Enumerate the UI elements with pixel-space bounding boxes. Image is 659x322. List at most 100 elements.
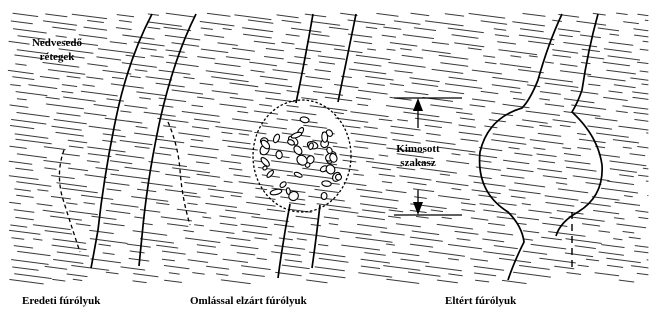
strata-hatch-line [571,91,598,95]
strata-hatch-line [638,14,648,15]
strata-hatch-line [583,224,600,226]
strata-hatch-line [103,134,125,137]
strata-hatch-line [194,119,220,122]
strata-hatch-line [16,139,52,144]
strata-hatch-line [218,43,238,46]
strata-hatch-line [185,183,216,187]
strata-hatch-line [595,118,617,121]
strata-hatch-line [529,210,551,213]
strata-hatch-line [498,203,516,205]
strata-hatch-line [511,92,522,93]
strata-hatch-line [84,113,106,116]
strata-hatch-line [92,216,116,219]
strata-hatch-line [15,134,48,138]
strata-hatch-line [638,147,648,148]
strata-hatch-line [520,266,550,270]
strata-hatch-line [414,28,435,31]
strata-hatch-line [639,175,649,176]
strata-hatch-line [354,41,372,43]
strata-hatch-line [127,244,150,247]
strata-hatch-line [599,155,620,158]
strata-hatch-line [384,266,420,271]
debris-stone [321,192,327,199]
strata-hatch-line [66,203,77,204]
strata-hatch-line [188,203,198,204]
strata-hatch-line [334,112,343,113]
collapse-debris-stones [258,116,342,202]
strata-hatch-line [386,190,406,193]
strata-hatch-line [251,70,264,72]
strata-hatch-line [575,246,595,249]
strata-hatch-line [307,280,328,283]
strata-hatch-line [306,77,330,80]
strata-hatch-line [604,49,631,53]
strata-hatch-line [431,105,463,109]
strata-hatch-line [243,231,272,235]
strata-hatch-line [598,28,619,31]
strata-hatch-line [356,238,392,243]
strata-hatch-line [44,161,71,164]
strata-hatch-line [565,253,592,257]
strata-hatch-line [382,182,391,183]
strata-hatch-line [471,259,488,261]
strata-hatch-line [51,216,82,220]
strata-hatch-line [52,126,81,130]
strata-hatch-line [162,259,174,261]
strata-hatch-line [387,49,395,50]
strata-hatch-line [567,273,581,275]
strata-hatch-line [223,140,251,144]
strata-hatch-line [234,175,250,177]
strata-hatch-line [13,29,46,33]
deviated-borehole [480,14,603,280]
strata-hatch-line [396,224,420,227]
strata-hatch-line [583,56,604,59]
strata-hatch-line [217,274,228,276]
strata-hatch-line [564,43,597,47]
strata-hatch-line [365,253,386,256]
strata-hatch-line [200,22,234,26]
strata-hatch-line [56,132,84,136]
strata-hatch-line [636,211,648,213]
strata-hatch-line [318,56,345,59]
strata-hatch-line [67,274,87,277]
strata-hatch-line [445,14,464,16]
strata-hatch-line [33,239,42,240]
strata-hatch-line [282,265,309,269]
strata-hatch-line [266,49,283,51]
strata-hatch-line [311,225,320,226]
strata-hatch-line [638,62,649,63]
strata-hatch-line [432,69,463,73]
strata-hatch-line [437,182,469,186]
strata-hatch-line [10,230,41,234]
strata-hatch-line [274,224,293,227]
strata-hatch-line [609,91,622,93]
strata-hatch-line [460,118,474,120]
strata-hatch-line [110,42,126,44]
strata-hatch-line [602,245,625,248]
strata-hatch-line [11,85,21,86]
strata-hatch-line [134,274,158,277]
strata-hatch-line [540,92,560,95]
strata-hatch-line [452,35,478,38]
strata-hatch-line [40,77,59,79]
strata-hatch-line [222,132,232,133]
strata-hatch-line [324,217,338,219]
strata-hatch-line [483,239,504,242]
strata-hatch-line [62,92,73,93]
strata-hatch-line [523,14,545,17]
strata-hatch-line [449,259,459,260]
strata-hatch-line [411,13,429,15]
strata-hatch-line [634,29,648,31]
strata-hatch-line [546,203,574,207]
strata-hatch-line [221,280,250,284]
strata-hatch-line [631,266,648,268]
strata-hatch-line [232,155,251,158]
strata-hatch-line [633,92,648,94]
strata-hatch-line [85,175,107,178]
strata-hatch-line [620,175,634,177]
strata-hatch-line [314,154,323,155]
strata-hatch-line [135,70,147,72]
strata-hatch-line [564,112,600,117]
strata-hatch-line [159,70,190,74]
strata-hatch-line [329,209,358,213]
